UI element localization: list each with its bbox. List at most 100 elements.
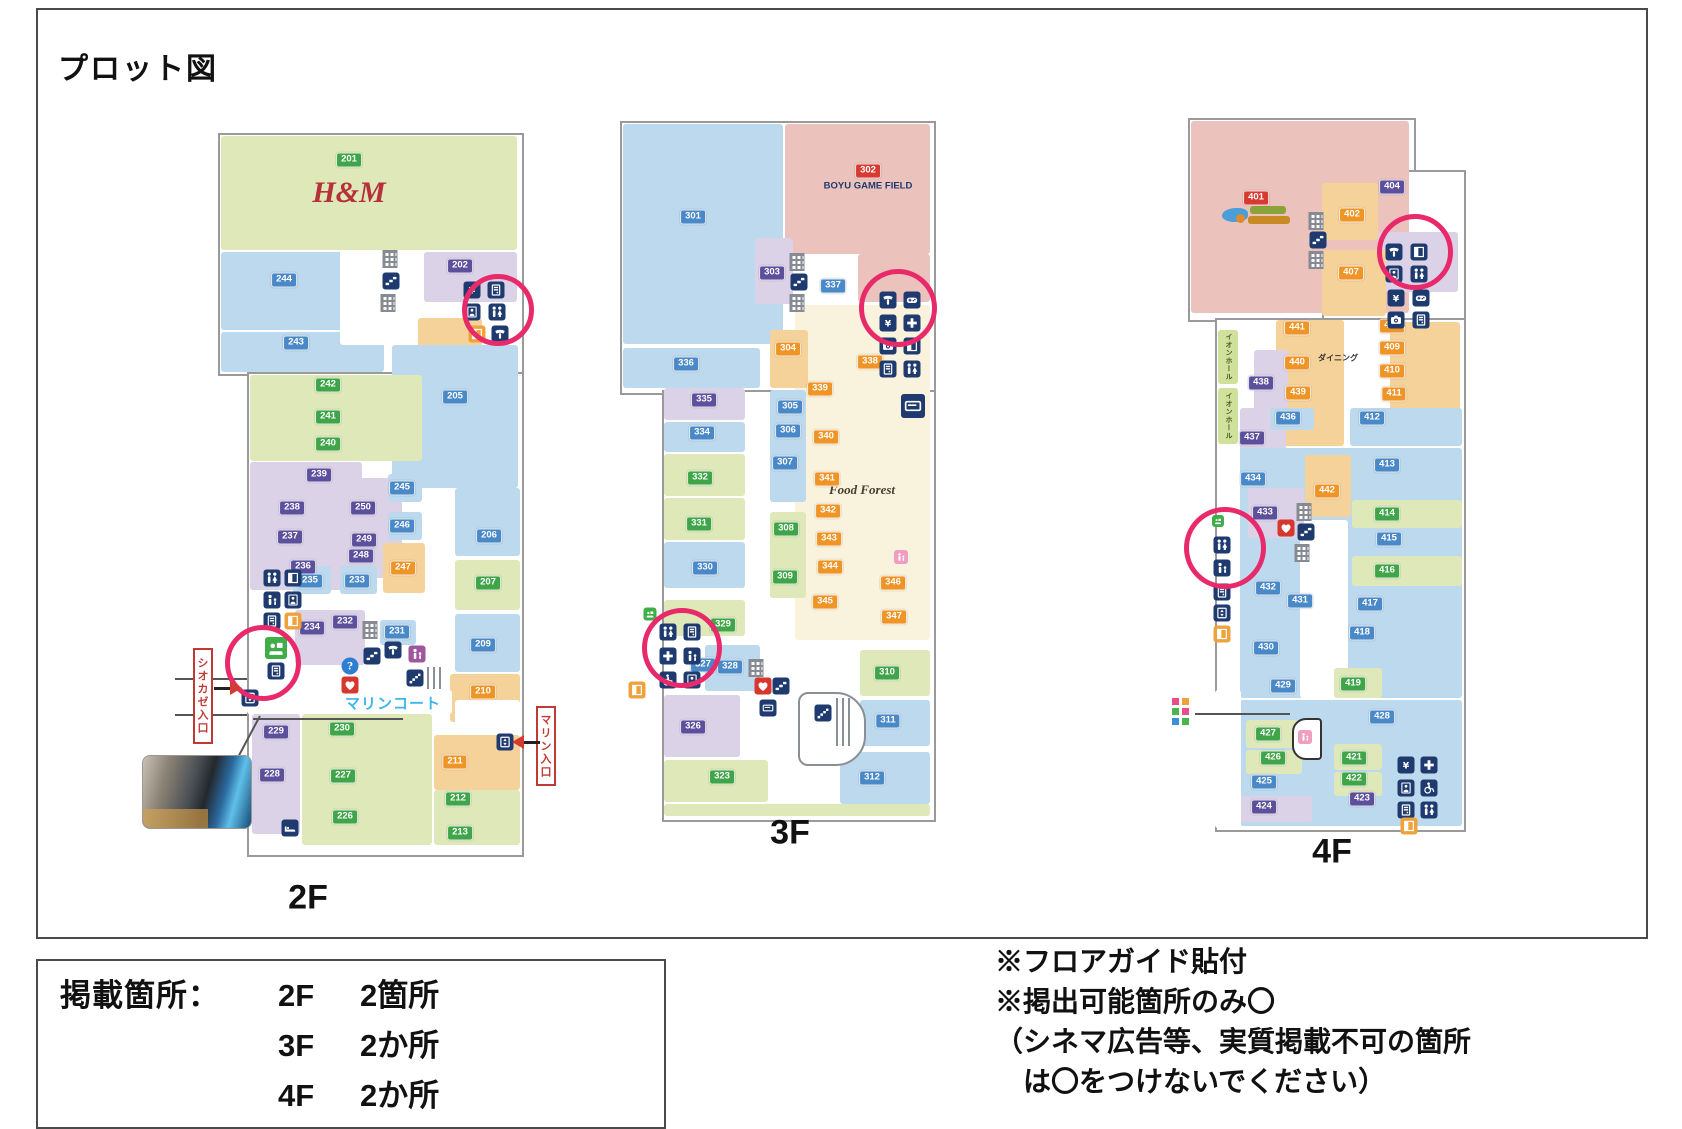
game-icon [1412, 289, 1430, 307]
room-chip-434: 434 [1240, 471, 1266, 487]
room-chip-307: 307 [772, 455, 798, 471]
room-chip-335: 335 [691, 392, 717, 408]
wheelchair-icon [1420, 779, 1438, 797]
floor-zone [455, 700, 520, 733]
room-chip-205: 205 [442, 389, 468, 405]
floor-zone [221, 136, 517, 250]
room-chip-347: 347 [881, 609, 907, 625]
room-chip-310: 310 [874, 665, 900, 681]
map-shape [798, 692, 866, 766]
restroom-icon [1420, 801, 1438, 819]
signboard-icon [901, 394, 925, 418]
room-chip-228: 228 [259, 767, 285, 783]
strip-label: イオンホール [1225, 392, 1232, 440]
esc-icon [1297, 523, 1315, 541]
room-chip-209: 209 [470, 637, 496, 653]
svg-text:¥: ¥ [1403, 760, 1410, 771]
stairs-icon [406, 669, 424, 687]
room-chip-418: 418 [1349, 625, 1375, 641]
room-chip-341: 341 [814, 471, 840, 487]
room-chip-312: 312 [859, 770, 885, 786]
baby-icon [263, 591, 281, 609]
room-chip-238: 238 [279, 500, 305, 516]
room-chip-202: 202 [447, 258, 473, 274]
legend-floor: 2F [278, 978, 315, 1013]
esc-icon [790, 273, 808, 291]
strip-label: イオンホール [1225, 333, 1232, 381]
floor-zone [1218, 388, 1238, 444]
arrow-head [512, 735, 524, 749]
room-chip-430: 430 [1253, 640, 1279, 656]
map-shape [1248, 216, 1290, 224]
room-chip-237: 237 [277, 529, 303, 545]
vending-icon [879, 360, 897, 378]
room-chip-422: 422 [1341, 771, 1367, 787]
info-icon: ? [341, 657, 359, 675]
posting-location-circle [859, 269, 937, 347]
floor-zone [770, 330, 808, 388]
room-chip-342: 342 [815, 503, 841, 519]
room-chip-345: 345 [812, 594, 838, 610]
map-shape [1236, 214, 1245, 223]
arrow-shaft [214, 687, 230, 690]
room-chip-309: 309 [772, 569, 798, 585]
room-chip-211: 211 [442, 754, 468, 770]
map-shape [427, 667, 443, 689]
escalator-steps [380, 294, 396, 312]
floor-zone [1322, 250, 1386, 316]
room-chip-250: 250 [350, 500, 376, 516]
room-chip-248: 248 [348, 548, 374, 564]
svg-text:¥: ¥ [1393, 293, 1400, 304]
floor-label-3F: 3F [770, 813, 810, 852]
room-chip-429: 429 [1270, 678, 1296, 694]
note-line: （シネマ広告等、実質掲載不可の箇所 [995, 1026, 1472, 1057]
posting-location-circle [1377, 214, 1453, 290]
map-line [1195, 713, 1290, 715]
map-line [253, 718, 403, 720]
esc-icon [382, 272, 400, 290]
room-chip-330: 330 [692, 560, 718, 576]
note-line: は〇をつけないでください） [995, 1066, 1387, 1097]
room-chip-432: 432 [1255, 580, 1281, 596]
room-chip-442: 442 [1314, 483, 1340, 499]
floor-zone [623, 124, 783, 344]
map-shape [1182, 698, 1189, 705]
room-chip-402: 402 [1339, 207, 1365, 223]
room-chip-206: 206 [476, 528, 502, 544]
elevator-icon [496, 733, 514, 751]
room-chip-308: 308 [773, 521, 799, 537]
room-chip-417: 417 [1357, 596, 1383, 612]
room-chip-423: 423 [1349, 791, 1375, 807]
room-chip-425: 425 [1251, 774, 1277, 790]
escalator-steps [382, 250, 398, 268]
esc-icon [363, 647, 381, 665]
svg-text:?: ? [347, 662, 353, 673]
room-chip-411: 411 [1381, 386, 1407, 402]
room-chip-210: 210 [470, 684, 496, 700]
phone-icon [384, 641, 402, 659]
room-chip-243: 243 [283, 335, 309, 351]
room-chip-436: 436 [1275, 410, 1301, 426]
floor-zone [455, 488, 520, 556]
baby-icon [894, 550, 908, 564]
room-chip-244: 244 [271, 272, 297, 288]
posting-locations-label: 掲載箇所： [60, 978, 220, 1013]
baby-icon [408, 645, 426, 663]
room-chip-226: 226 [332, 809, 358, 825]
legend-floor: 4F [278, 1078, 315, 1113]
page-title: プロット図 [58, 53, 218, 86]
vending-icon [1412, 311, 1430, 329]
corridor-photo [142, 755, 252, 829]
room-chip-439: 439 [1285, 385, 1311, 401]
cert-icon [1397, 779, 1415, 797]
room-chip-415: 415 [1376, 531, 1402, 547]
room-chip-201: 201 [336, 152, 362, 168]
room-chip-231: 231 [384, 624, 410, 640]
posting-location-circle [225, 625, 301, 701]
esc-icon [1309, 231, 1327, 249]
restroom-icon [263, 569, 281, 587]
hm-label: H&M [312, 176, 386, 209]
